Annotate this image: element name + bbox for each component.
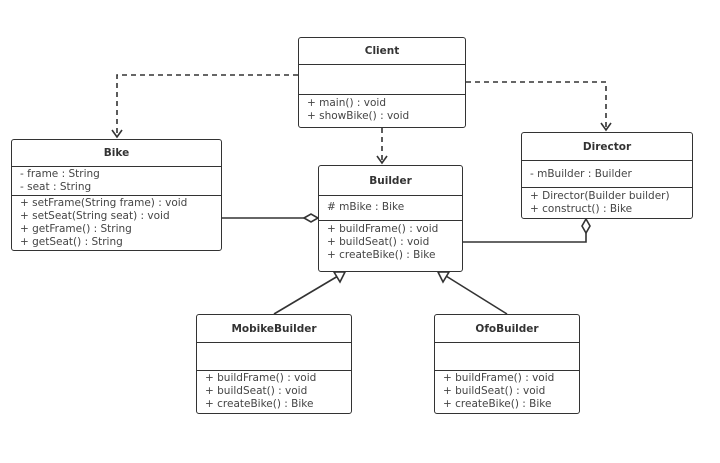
attribute: - seat : String — [20, 181, 92, 193]
generalization-ofo-builder — [445, 275, 508, 315]
class-director[interactable]: Director - mBuilder : Builder + Director… — [521, 132, 693, 219]
method: + buildFrame() : void — [205, 372, 317, 384]
method: + getSeat() : String — [20, 236, 123, 248]
method: + setFrame(String frame) : void — [20, 197, 188, 209]
method: + buildFrame() : void — [443, 372, 555, 384]
method: + setSeat(String seat) : void — [20, 210, 170, 222]
method: + createBike() : Bike — [205, 398, 314, 410]
methods-section: + setFrame(String frame) : void + setSea… — [12, 196, 221, 251]
method: + main() : void — [307, 97, 386, 109]
method: + buildSeat() : void — [327, 236, 430, 248]
attributes-section — [435, 343, 579, 371]
attribute: - mBuilder : Builder — [530, 168, 632, 180]
class-name: Client — [299, 38, 465, 65]
dependency-arrowhead — [111, 129, 123, 139]
aggregation-diamond — [302, 213, 320, 223]
methods-section: + main() : void + showBike() : void — [299, 95, 465, 125]
class-bike[interactable]: Bike - frame : String - seat : String + … — [11, 139, 222, 251]
attributes-section: - frame : String - seat : String — [12, 167, 221, 196]
method: + createBike() : Bike — [443, 398, 552, 410]
methods-section: + buildFrame() : void + buildSeat() : vo… — [435, 371, 579, 413]
class-mobike-builder[interactable]: MobikeBuilder + buildFrame() : void + bu… — [196, 314, 352, 414]
attributes-section — [197, 343, 351, 371]
generalization-triangle — [436, 271, 451, 284]
class-name: Builder — [319, 166, 462, 196]
class-name: Bike — [12, 140, 221, 167]
class-ofo-builder[interactable]: OfoBuilder + buildFrame() : void + build… — [434, 314, 580, 414]
method: + createBike() : Bike — [327, 249, 436, 261]
aggregation-builder-director — [463, 233, 587, 243]
method: + buildSeat() : void — [443, 385, 546, 397]
methods-section: + Director(Builder builder) + construct(… — [522, 188, 692, 218]
class-builder[interactable]: Builder # mBike : Bike + buildFrame() : … — [318, 165, 463, 272]
attribute: - frame : String — [20, 168, 100, 180]
method: + buildSeat() : void — [205, 385, 308, 397]
method: + showBike() : void — [307, 110, 410, 122]
dependency-client-director — [466, 81, 607, 130]
generalization-triangle — [332, 271, 347, 284]
class-name: OfoBuilder — [435, 315, 579, 343]
methods-section: + buildFrame() : void + buildSeat() : vo… — [197, 371, 351, 413]
dependency-arrowhead — [600, 122, 612, 132]
methods-section: + buildFrame() : void + buildSeat() : vo… — [319, 221, 462, 264]
class-name: Director — [522, 133, 692, 161]
class-name: MobikeBuilder — [197, 315, 351, 343]
attributes-section — [299, 65, 465, 95]
generalization-mobike-builder — [273, 275, 339, 315]
class-client[interactable]: Client + main() : void + showBike() : vo… — [298, 37, 466, 128]
dependency-arrowhead — [376, 155, 388, 165]
method: + buildFrame() : void — [327, 223, 439, 235]
method: + getFrame() : String — [20, 223, 132, 235]
attributes-section: - mBuilder : Builder — [522, 161, 692, 188]
attributes-section: # mBike : Bike — [319, 196, 462, 221]
method: + construct() : Bike — [530, 203, 633, 215]
attribute: # mBike : Bike — [327, 201, 405, 213]
aggregation-diamond — [581, 217, 591, 235]
method: + Director(Builder builder) — [530, 190, 670, 202]
dependency-client-bike — [116, 74, 298, 137]
